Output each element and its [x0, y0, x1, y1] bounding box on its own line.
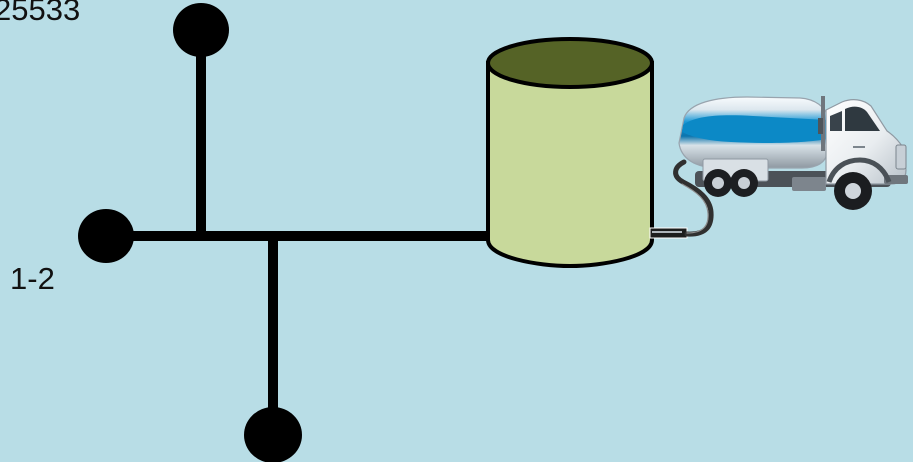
tanker-truck-icon [673, 96, 908, 237]
junction-nodes [78, 3, 302, 462]
top-junction-node [173, 3, 229, 57]
pipe-network [112, 40, 491, 430]
truck-windshield [845, 106, 880, 131]
truck-side-window [830, 111, 842, 131]
truck-delivery-hose [673, 159, 714, 237]
storage-tank-lid [486, 37, 654, 89]
storage-tank-outlet [649, 227, 688, 239]
truck-tank-stripe [682, 115, 827, 143]
left-node-value-label: 1-2 [10, 261, 55, 296]
truck-rear-hub-1 [712, 177, 724, 189]
truck-grille [895, 144, 907, 170]
truck-rear-wheel-group [704, 169, 758, 197]
truck-step [792, 177, 826, 191]
bottom-junction-node [244, 407, 302, 462]
truck-bumper [884, 175, 908, 184]
top-left-value-label: 25533 [0, 0, 81, 27]
storage-tank-icon [486, 37, 688, 269]
truck-front-wheel-group [834, 172, 872, 210]
truck-rear-hub-2 [738, 177, 750, 189]
truck-front-fender [826, 157, 892, 183]
truck-door-handle [853, 146, 865, 148]
truck-mirror [818, 118, 823, 134]
truck-delivery-hose-highlight [681, 183, 709, 234]
truck-front-hub [845, 183, 861, 199]
storage-tank-body [486, 61, 654, 269]
left-junction-node [78, 209, 134, 263]
